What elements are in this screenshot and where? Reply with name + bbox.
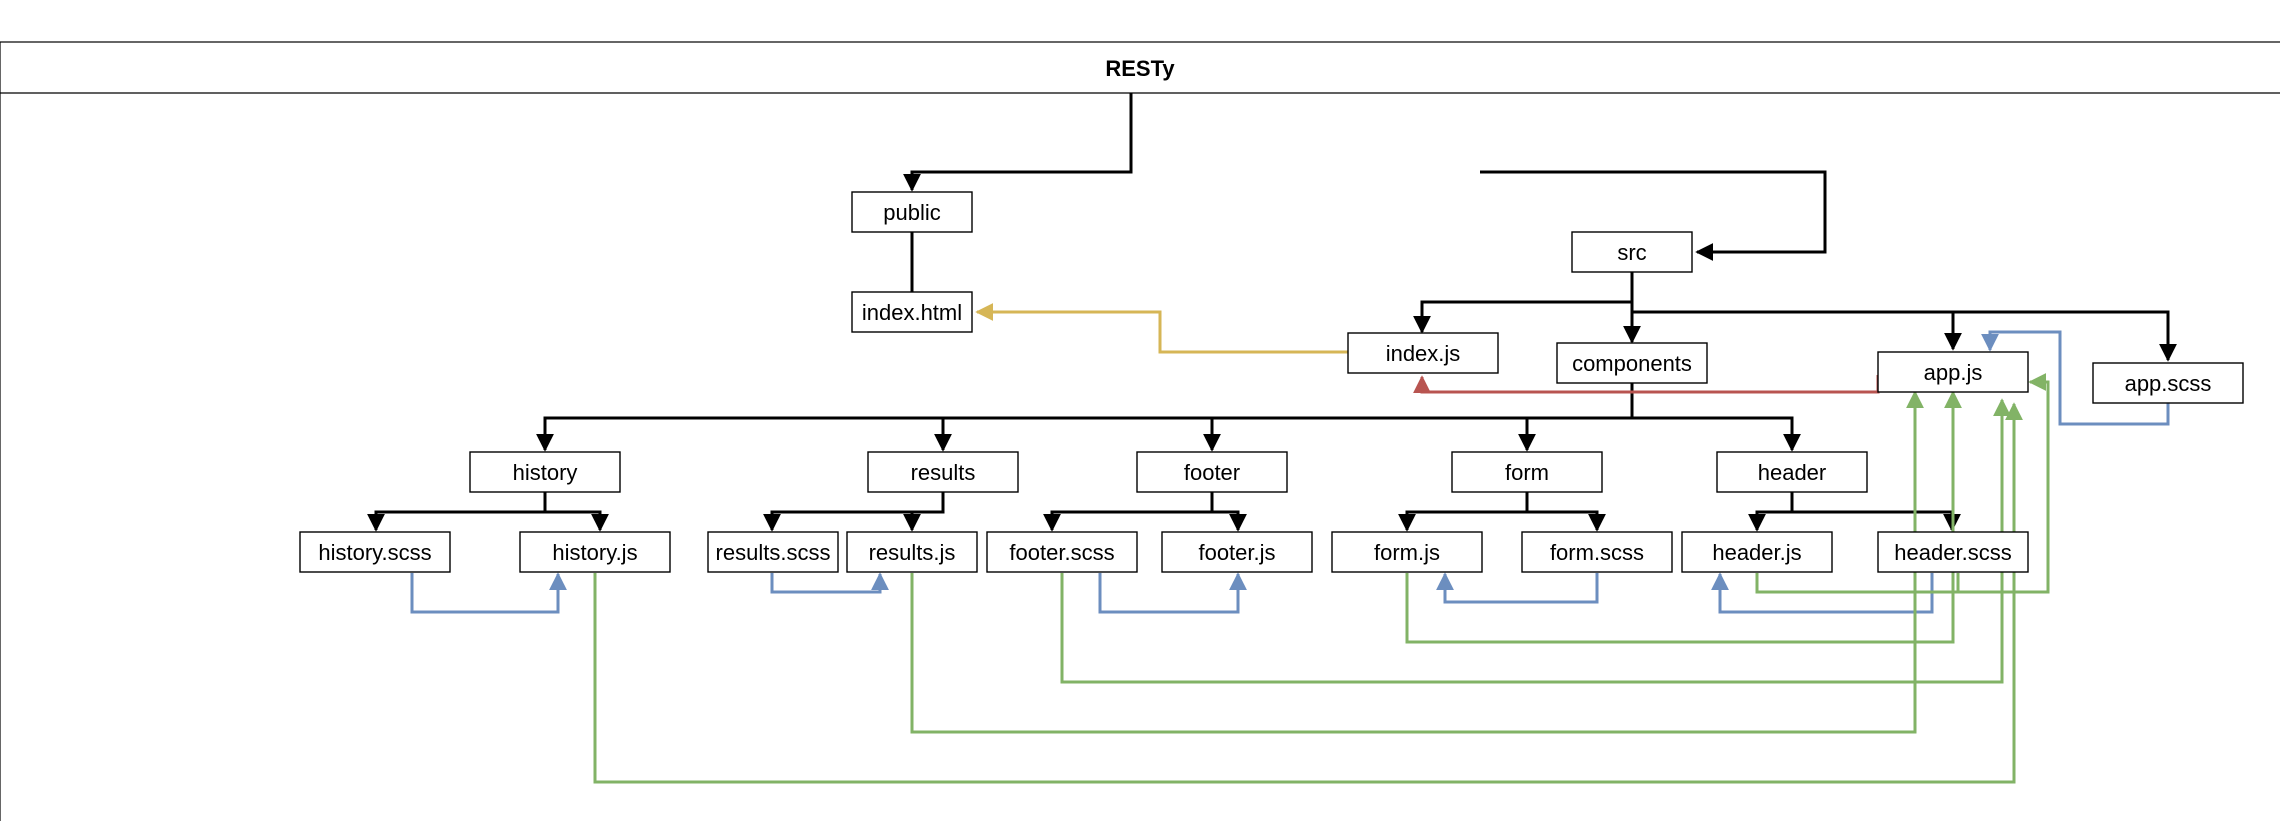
node-label-src: src — [1617, 240, 1646, 265]
node-form-scss[interactable]: form.scss — [1521, 531, 1673, 573]
edge-formscss-formjs — [1436, 572, 1599, 604]
node-footer[interactable]: footer — [1136, 451, 1288, 493]
node-form[interactable]: form — [1451, 451, 1603, 493]
node-app-scss[interactable]: app.scss — [2092, 362, 2244, 404]
node-label-components: components — [1572, 351, 1692, 376]
node-label-form: form — [1505, 460, 1549, 485]
node-label-history-js: history.js — [552, 540, 637, 565]
node-label-results-scss: results.scss — [716, 540, 831, 565]
node-components[interactable]: components — [1556, 342, 1708, 384]
edge-headerjs-appjs — [1755, 373, 2050, 594]
node-header-js[interactable]: header.js — [1681, 531, 1833, 573]
node-public[interactable]: public — [851, 191, 973, 233]
node-label-footer: footer — [1184, 460, 1240, 485]
edge-root-public — [903, 93, 1133, 192]
node-label-history-scss: history.scss — [318, 540, 431, 565]
node-form-js[interactable]: form.js — [1331, 531, 1483, 573]
node-label-results: results — [911, 460, 976, 485]
node-history[interactable]: history — [469, 451, 621, 493]
edge-components-header — [1632, 416, 1801, 452]
node-label-history: history — [513, 460, 578, 485]
node-results[interactable]: results — [867, 451, 1019, 493]
node-label-footer-scss: footer.scss — [1009, 540, 1114, 565]
node-index-js[interactable]: index.js — [1347, 332, 1499, 374]
node-label-app-js: app.js — [1924, 360, 1983, 385]
diagram-title: RESTy — [1105, 56, 1175, 81]
node-label-index-js: index.js — [1386, 341, 1461, 366]
node-label-header-scss: header.scss — [1894, 540, 2011, 565]
node-footer-scss[interactable]: footer.scss — [986, 531, 1138, 573]
node-results-js[interactable]: results.js — [846, 531, 978, 573]
entry-html-edge — [975, 303, 1348, 354]
node-history-js[interactable]: history.js — [519, 531, 671, 573]
node-label-header-js: header.js — [1712, 540, 1801, 565]
node-header[interactable]: header — [1716, 451, 1868, 493]
node-label-index-html: index.html — [862, 300, 962, 325]
edge-footerscss-footerjs — [1098, 572, 1247, 614]
node-index-html[interactable]: index.html — [851, 291, 973, 333]
container-frame: RESTy — [0, 41, 2280, 821]
node-label-footer-js: footer.js — [1198, 540, 1275, 565]
scss-import-edges — [410, 330, 2170, 614]
edge-historyscss-historyjs — [410, 572, 567, 614]
node-label-public: public — [883, 200, 940, 225]
edge-appscss-appjs — [1981, 330, 2170, 426]
node-src[interactable]: src — [1571, 231, 1693, 273]
node-header-scss[interactable]: header.scss — [1877, 531, 2029, 573]
node-app-js[interactable]: app.js — [1877, 351, 2029, 393]
node-label-form-js: form.js — [1374, 540, 1440, 565]
node-history-scss[interactable]: history.scss — [299, 531, 451, 573]
edge-root-src — [1480, 170, 1827, 261]
structure-edges — [367, 93, 2177, 530]
edge-formjs-appjs — [1405, 390, 1962, 644]
edge-resultsscss-resultsjs — [770, 572, 889, 594]
node-label-form-scss: form.scss — [1550, 540, 1644, 565]
node-label-header: header — [1758, 460, 1827, 485]
edge-components-bus — [536, 382, 1634, 452]
node-footer-js[interactable]: footer.js — [1161, 531, 1313, 573]
node-label-results-js: results.js — [869, 540, 956, 565]
node-results-scss[interactable]: results.scss — [707, 531, 839, 573]
edge-src-appjs — [1632, 310, 2177, 362]
node-label-app-scss: app.scss — [2125, 371, 2212, 396]
